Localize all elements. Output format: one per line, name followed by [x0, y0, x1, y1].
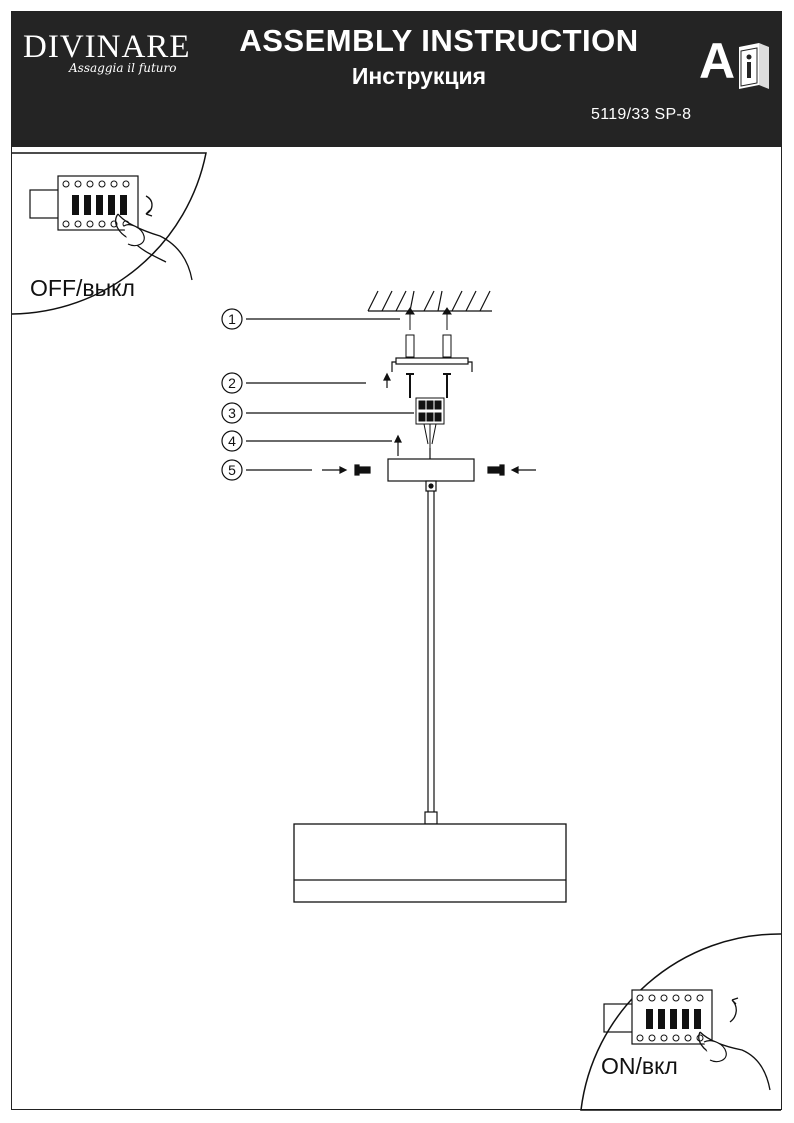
step-2-label: 2 — [228, 375, 236, 391]
wall-anchors — [405, 307, 452, 358]
rotate-arrow-icon — [729, 997, 739, 1023]
ceiling — [367, 290, 492, 312]
page-border — [11, 11, 782, 1110]
step-1-label: 1 — [228, 311, 236, 327]
step-4-arrow — [394, 434, 402, 456]
step-5-label: 5 — [228, 462, 236, 478]
page-subtitle: Инструкция — [351, 63, 487, 89]
page-title: ASSEMBLY INSTRUCTION — [239, 23, 639, 58]
header-bar: DIVINARE Assaggia il futuro ASSEMBLY INS… — [11, 11, 782, 147]
rotate-arrow-icon — [145, 195, 153, 217]
brand-tagline: Assaggia il futuro — [69, 61, 177, 75]
terminal-block — [415, 397, 445, 448]
mounting-bracket — [383, 357, 473, 398]
canopy — [387, 448, 475, 482]
switch-off-illustration — [11, 152, 207, 315]
side-screws — [322, 464, 536, 476]
step-numbers: 1 2 3 4 5 — [228, 311, 236, 478]
brand-name: DIVINARE — [23, 29, 191, 65]
step-markers — [221, 308, 414, 481]
switch-on-illustration — [580, 933, 782, 1111]
lamp-body — [293, 823, 567, 903]
circuit-breaker-icon — [29, 175, 139, 231]
instruction-book-icon — [739, 43, 769, 89]
switch-on-label: ON/вкл — [601, 1053, 678, 1079]
circuit-breaker-icon — [603, 989, 713, 1045]
step-4-label: 4 — [228, 433, 236, 449]
model-number: 5119/33 SP-8 — [591, 106, 692, 123]
suspension-rod — [424, 480, 438, 825]
step-3-label: 3 — [228, 405, 236, 421]
logo-letter: A — [699, 33, 736, 89]
instruction-logo: A — [699, 33, 779, 93]
switch-off-label: OFF/выкл — [30, 275, 135, 301]
brand-logo: DIVINARE Assaggia il futuro — [23, 29, 223, 75]
